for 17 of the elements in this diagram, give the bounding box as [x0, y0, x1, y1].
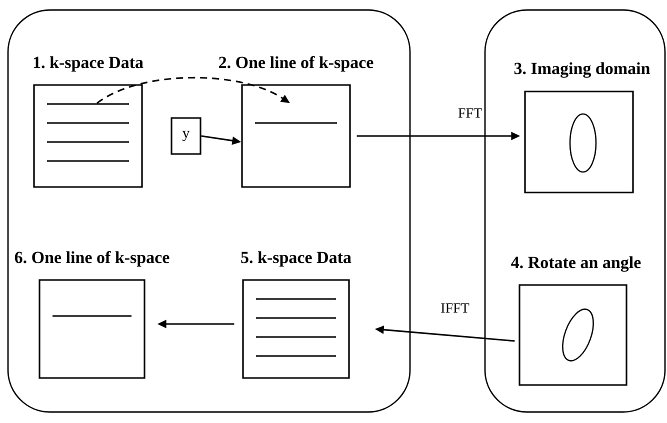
data-box — [242, 279, 350, 379]
box-heading: 4. Rotate an angle — [511, 256, 641, 272]
box-heading: 1. k-space Data — [34, 56, 144, 72]
panel — [484, 9, 666, 413]
variable-box: y — [170, 117, 202, 155]
data-box — [524, 90, 634, 194]
data-box — [518, 284, 628, 386]
data-box — [33, 84, 143, 188]
data-box — [38, 279, 146, 379]
edge-label: IFFT — [441, 303, 470, 313]
box-heading: 2. One line of k-space — [219, 56, 374, 72]
edge-label: FFT — [458, 108, 482, 118]
data-box — [241, 84, 351, 188]
box-heading: 3. Imaging domain — [514, 62, 650, 78]
box-heading: 5. k-space Data — [241, 251, 352, 267]
box-heading: 6. One line of k-space — [14, 251, 170, 267]
panel — [7, 9, 411, 413]
